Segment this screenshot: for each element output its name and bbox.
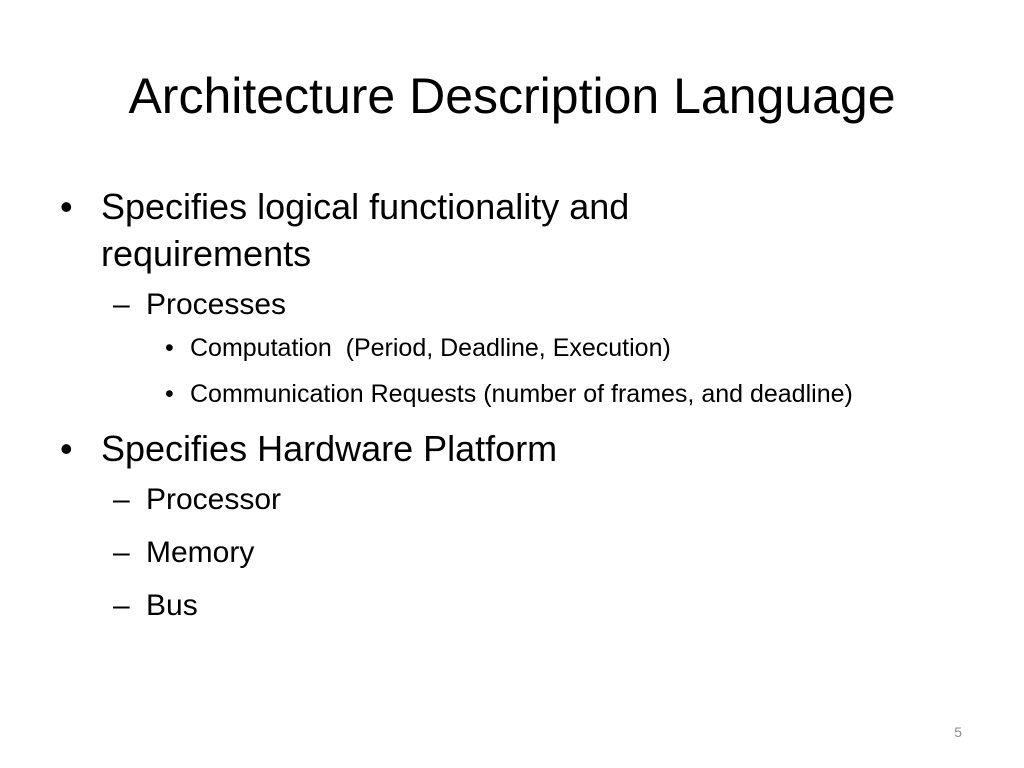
sub-bullet-memory: – Memory (60, 533, 960, 573)
sub-bullet-bus: – Bus (60, 586, 960, 626)
sub-sub-bullet-text: Computation (Period, Deadline, Execution… (190, 334, 671, 362)
sub-sub-bullet-text: Communication Requests (number of frames… (190, 380, 853, 408)
sub-bullet-processor: – Processor (60, 480, 960, 520)
bullet-specifies-hardware: • Specifies Hardware Platform (60, 425, 741, 472)
slide-title: Architecture Description Language (128, 68, 896, 124)
bullet-marker: • (165, 380, 174, 408)
sub-sub-bullet-communication: • Communication Requests (number of fram… (60, 377, 910, 411)
bullet-marker: • (60, 428, 73, 469)
dash-marker: – (113, 589, 130, 622)
sub-bullet-processes: – Processes (60, 285, 960, 325)
sub-bullet-text: Processes (146, 288, 287, 321)
bullet-specifies-logical: • Specifies logical functionality and re… (60, 183, 741, 277)
bullet-marker: • (165, 334, 174, 362)
dash-marker: – (113, 536, 130, 569)
dash-marker: – (113, 288, 130, 321)
bullet-text: Specifies Hardware Platform (101, 428, 558, 469)
sub-bullet-text: Memory (146, 536, 255, 569)
sub-sub-bullet-computation: • Computation (Period, Deadline, Executi… (60, 331, 910, 365)
slide-number: 5 (954, 724, 962, 740)
sub-bullet-text: Bus (146, 589, 198, 622)
sub-bullet-text: Processor (146, 483, 282, 516)
dash-marker: – (113, 483, 130, 516)
bullet-marker: • (60, 186, 73, 227)
bullet-text: Specifies logical functionality and requ… (101, 186, 630, 274)
slide-body: • Specifies logical functionality and re… (60, 183, 960, 626)
